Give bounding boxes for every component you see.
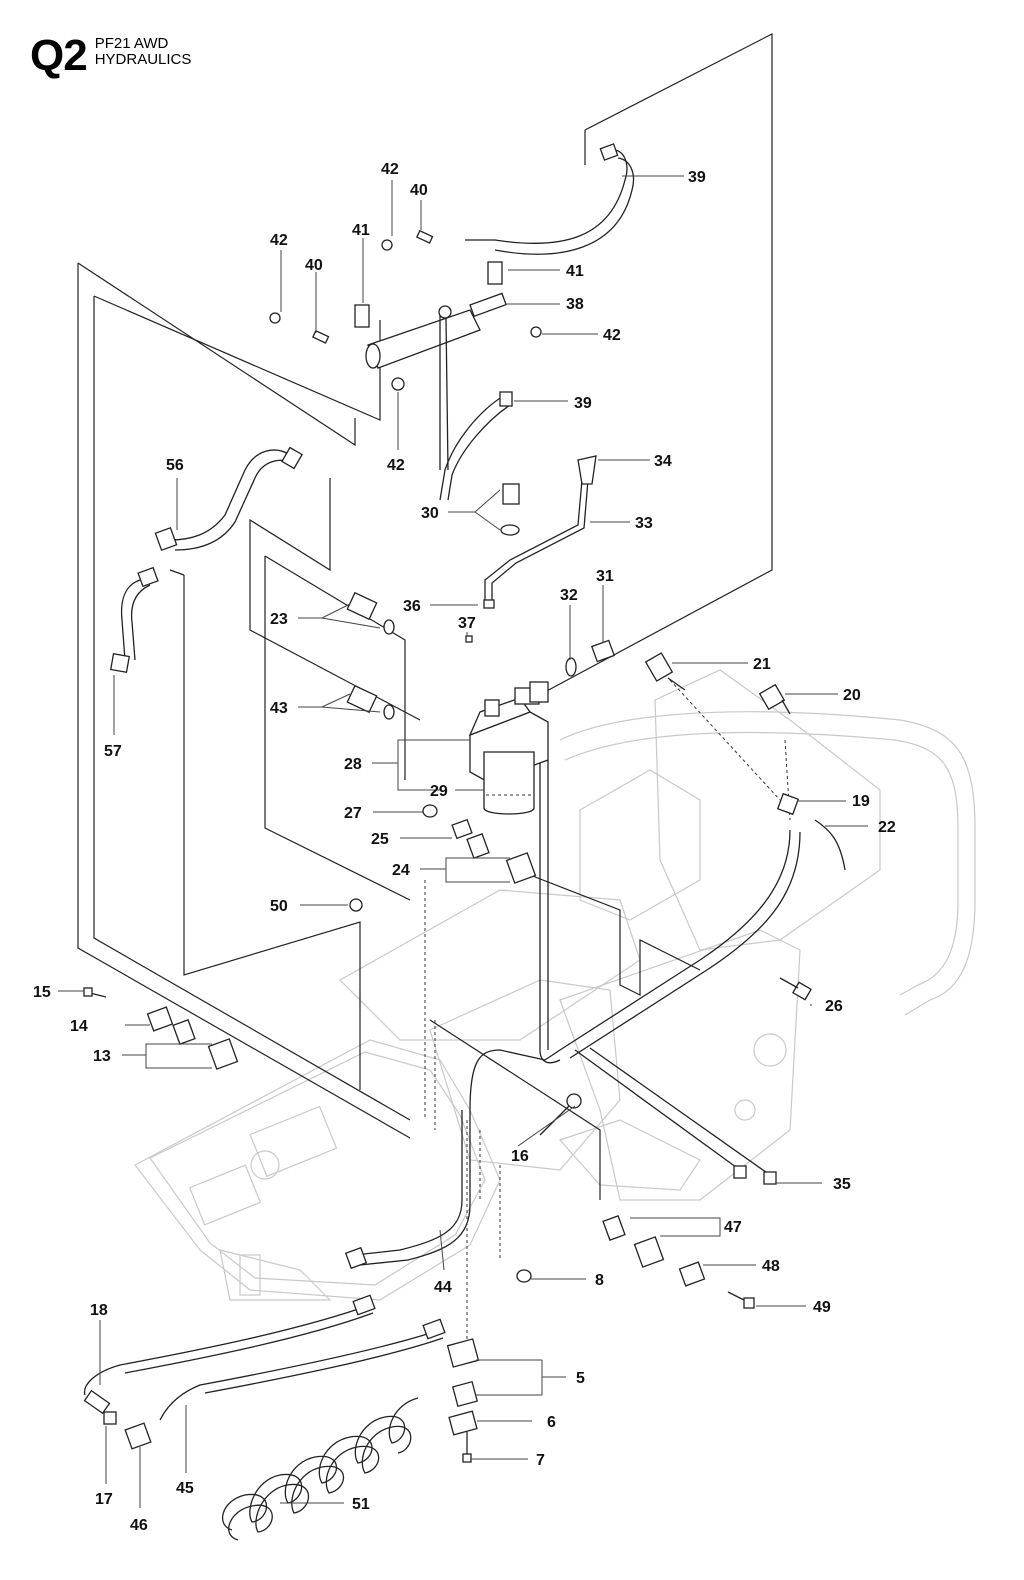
bracket-41-right (487, 261, 503, 285)
callout-18: 18 (90, 1302, 108, 1319)
callout-47: 47 (724, 1219, 742, 1236)
parts (83, 143, 812, 1541)
callout-34: 34 (654, 453, 672, 470)
callout-42: 42 (270, 232, 288, 249)
callout-7: 7 (536, 1452, 545, 1469)
callout-48: 48 (762, 1258, 780, 1275)
callout-8: 8 (595, 1272, 604, 1289)
callout-28: 28 (344, 756, 362, 773)
callout-37: 37 (458, 615, 476, 632)
callout-51: 51 (352, 1496, 370, 1513)
callout-22: 22 (878, 819, 896, 836)
callout-39: 39 (688, 169, 706, 186)
callout-21: 21 (753, 656, 771, 673)
callout-43: 43 (270, 700, 288, 717)
hydraulic-cylinder (365, 292, 507, 471)
callout-50: 50 (270, 898, 288, 915)
callout-32: 32 (560, 587, 578, 604)
callout-39: 39 (574, 395, 592, 412)
chassis-frame (134, 669, 976, 1301)
callout-27: 27 (344, 805, 362, 822)
callout-25: 25 (371, 831, 389, 848)
callout-31: 31 (596, 568, 614, 585)
page-code: Q2 (30, 31, 88, 80)
oil-filter (483, 751, 535, 815)
callout-33: 33 (635, 515, 653, 532)
callout-29: 29 (430, 783, 448, 800)
callout-5: 5 (576, 1370, 585, 1387)
callout-6: 6 (547, 1414, 556, 1431)
callout-19: 19 (852, 793, 870, 810)
callout-30: 30 (421, 505, 439, 522)
callout-labels: 39 42 40 41 42 40 41 38 42 42 39 56 34 3… (33, 161, 896, 1534)
callout-16: 16 (511, 1148, 529, 1165)
callout-26: 26 (825, 998, 843, 1015)
callout-46: 46 (130, 1517, 148, 1534)
bracket-41-left (354, 304, 370, 328)
spiral-hose-guard (222, 1397, 419, 1541)
title-block: PF21 AWD HYDRAULICS (95, 36, 192, 68)
callout-44: 44 (434, 1279, 452, 1296)
callout-38: 38 (566, 296, 584, 313)
callout-45: 45 (176, 1480, 194, 1497)
callout-35: 35 (833, 1176, 851, 1193)
callout-40: 40 (305, 257, 323, 274)
callout-24: 24 (392, 862, 410, 879)
leader-lines (58, 175, 868, 1508)
callout-40: 40 (410, 182, 428, 199)
callout-42: 42 (603, 327, 621, 344)
callout-23: 23 (270, 611, 288, 628)
page-header: Q2 PF21 AWD HYDRAULICS (30, 34, 191, 78)
callout-36: 36 (403, 598, 421, 615)
section-name: HYDRAULICS (94, 51, 192, 68)
schematic-frames (77, 33, 773, 1200)
callout-56: 56 (166, 457, 184, 474)
callout-41: 41 (352, 222, 370, 239)
callout-42: 42 (387, 457, 405, 474)
callout-42: 42 (381, 161, 399, 178)
callout-13: 13 (93, 1048, 111, 1065)
callout-41: 41 (566, 263, 584, 280)
callout-57: 57 (104, 743, 122, 760)
model-name: PF21 AWD (94, 35, 169, 52)
callout-14: 14 (70, 1018, 88, 1035)
callout-15: 15 (33, 984, 51, 1001)
callout-20: 20 (843, 687, 861, 704)
callout-17: 17 (95, 1491, 113, 1508)
callout-49: 49 (813, 1299, 831, 1316)
hoses-and-pipes (83, 149, 846, 1421)
